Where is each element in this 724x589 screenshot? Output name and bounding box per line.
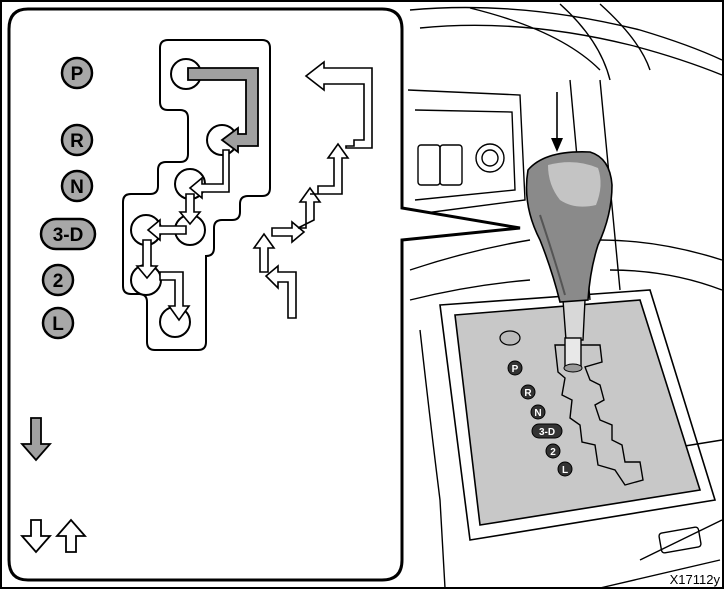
- plate-p-indicator: [500, 331, 520, 345]
- svg-text:P: P: [71, 64, 84, 85]
- gear-badge-r: R: [62, 125, 92, 155]
- gear-badge-3d: 3-D: [41, 219, 95, 249]
- svg-text:L: L: [52, 314, 64, 335]
- svg-text:3-D: 3-D: [539, 427, 555, 438]
- svg-text:2: 2: [53, 271, 64, 292]
- plate-badge-l: L: [558, 462, 572, 476]
- gear-badge-p: P: [62, 58, 92, 88]
- svg-text:R: R: [70, 131, 84, 152]
- svg-text:N: N: [70, 177, 84, 198]
- svg-text:L: L: [562, 465, 568, 476]
- svg-text:2: 2: [550, 447, 556, 458]
- svg-text:N: N: [534, 408, 541, 419]
- plate-badge-p: P: [508, 361, 522, 375]
- plate-badge-n: N: [531, 405, 545, 419]
- svg-text:R: R: [524, 388, 532, 399]
- svg-text:3-D: 3-D: [53, 225, 84, 246]
- gear-badge-n: N: [62, 171, 92, 201]
- figure-id: X17112y: [670, 572, 720, 587]
- plate-badge-2: 2: [546, 444, 560, 458]
- gear-badge-2: 2: [43, 265, 73, 295]
- gear-badge-l: L: [43, 308, 73, 338]
- plate-badge-r: R: [521, 385, 535, 399]
- svg-text:P: P: [512, 364, 519, 375]
- plate-badge-3d: 3-D: [532, 424, 562, 438]
